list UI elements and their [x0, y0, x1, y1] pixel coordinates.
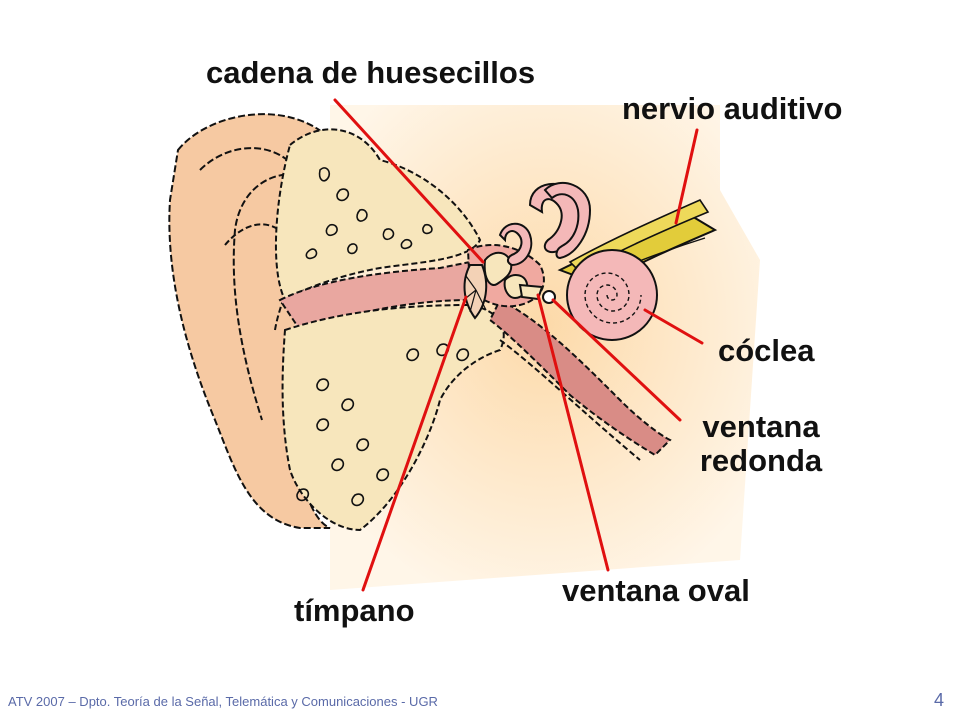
label-eardrum: tímpano [294, 593, 415, 628]
lower-bone [281, 303, 505, 532]
label-ossicles: cadena de huesecillos [206, 55, 536, 90]
leader-oval-window [536, 293, 610, 572]
leader-round-window [551, 298, 682, 422]
label-round-window-line1: ventana [702, 409, 820, 444]
lower-bone-texture [296, 343, 470, 507]
upper-bone [274, 128, 482, 302]
semicircular-canals [498, 181, 592, 267]
label-auditory-nerve: nervio auditivo [622, 91, 843, 126]
leader-auditory-nerve [674, 128, 699, 225]
cochlea-shape [566, 249, 658, 341]
pinna-fold [199, 147, 302, 421]
ear-canal [278, 260, 471, 332]
leader-lines [333, 98, 704, 592]
label-round-window: ventana redonda [696, 409, 826, 479]
footer-text: ATV 2007 – Dpto. Teoría de la Señal, Tel… [8, 694, 438, 709]
eardrum-fibers [465, 275, 487, 313]
label-oval-window: ventana oval [562, 573, 750, 608]
ossicles-shape [483, 251, 544, 301]
upper-bone-texture [305, 167, 433, 260]
leader-cochlea [643, 308, 704, 345]
label-cochlea: cóclea [718, 333, 815, 368]
page-number: 4 [933, 690, 944, 710]
leader-eardrum [361, 295, 468, 592]
leader-ossicles [333, 98, 485, 264]
label-round-window-line2: redonda [699, 443, 823, 479]
eustachian-tube [488, 298, 672, 457]
pinna-inner [224, 223, 292, 331]
